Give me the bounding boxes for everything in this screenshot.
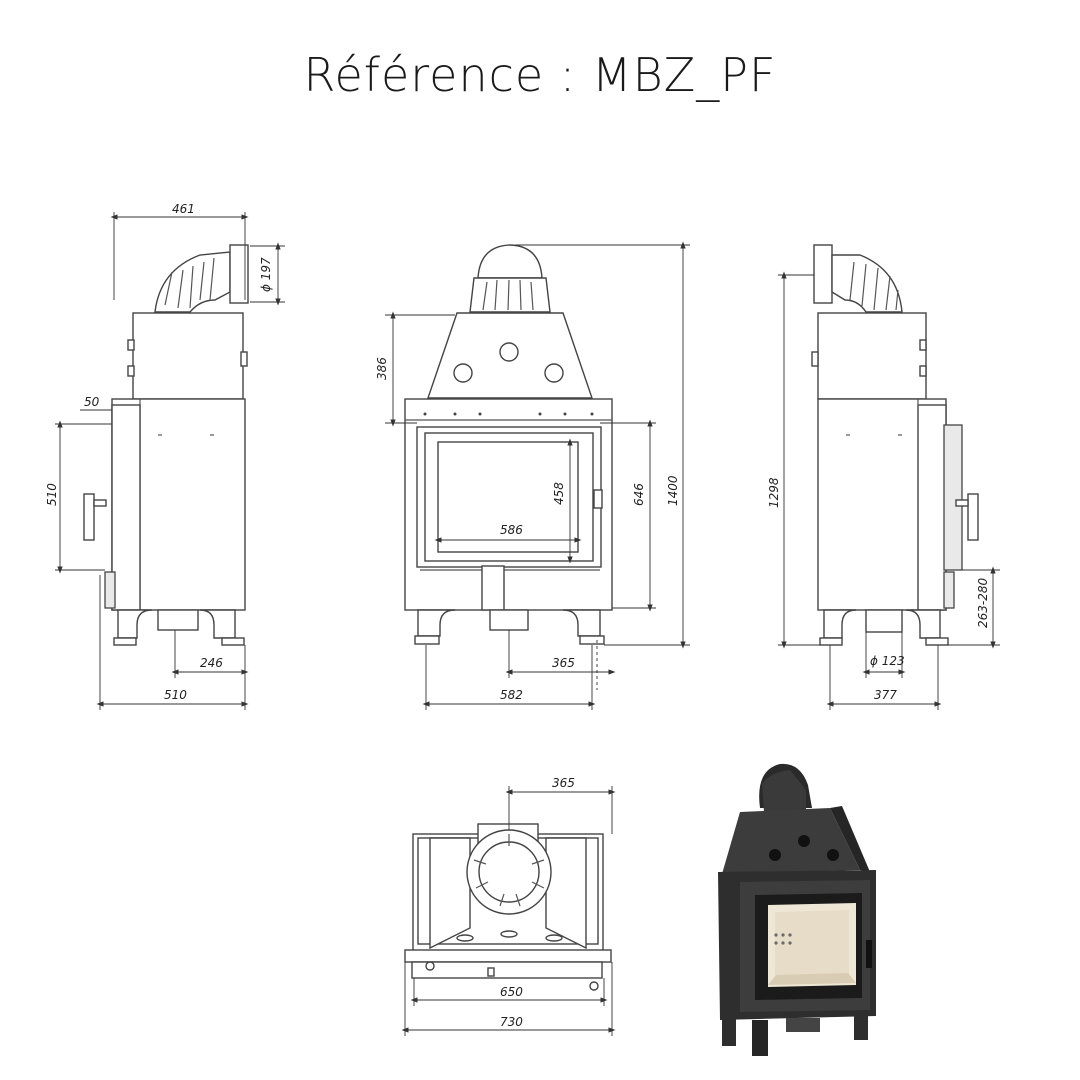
dim-door-height: 646 xyxy=(632,483,646,506)
dim-width: 582 xyxy=(500,688,523,702)
dim-glass-height: 458 xyxy=(552,482,566,505)
dim-total-height: 1400 xyxy=(666,475,680,506)
dim-flue-diameter: ϕ 197 xyxy=(259,257,273,292)
dim-right-depth: 377 xyxy=(874,688,897,702)
dim-right-height: 1298 xyxy=(767,477,781,508)
dim-offset: 50 xyxy=(84,395,100,409)
dim-glass-width: 586 xyxy=(500,523,523,537)
top-view: 365 650 730 xyxy=(401,776,616,1036)
left-side-view: 461 ϕ 197 50 510 246 510 xyxy=(45,202,285,710)
dim-top-width: 461 xyxy=(172,202,195,216)
dim-outlet-offset: 246 xyxy=(200,656,223,670)
fireplace-product-render xyxy=(718,763,876,1056)
dim-hood-height: 386 xyxy=(375,357,389,380)
dim-air-inlet-diameter: ϕ 123 xyxy=(870,654,905,668)
dim-inner-width: 650 xyxy=(500,985,523,999)
dim-air-inlet-height: 263-280 xyxy=(976,577,990,628)
page-title: Référence : MBZ_PF xyxy=(303,48,777,102)
dim-depth: 510 xyxy=(164,688,187,702)
dim-top-flue-offset: 365 xyxy=(552,776,575,790)
front-view: 386 458 586 646 1400 365 582 xyxy=(375,241,690,710)
dim-outer-width: 730 xyxy=(500,1015,523,1029)
right-side-view: 1298 263-280 ϕ 123 377 xyxy=(767,244,1000,710)
dim-flue-offset: 365 xyxy=(552,656,575,670)
dim-door-height: 510 xyxy=(45,483,59,506)
